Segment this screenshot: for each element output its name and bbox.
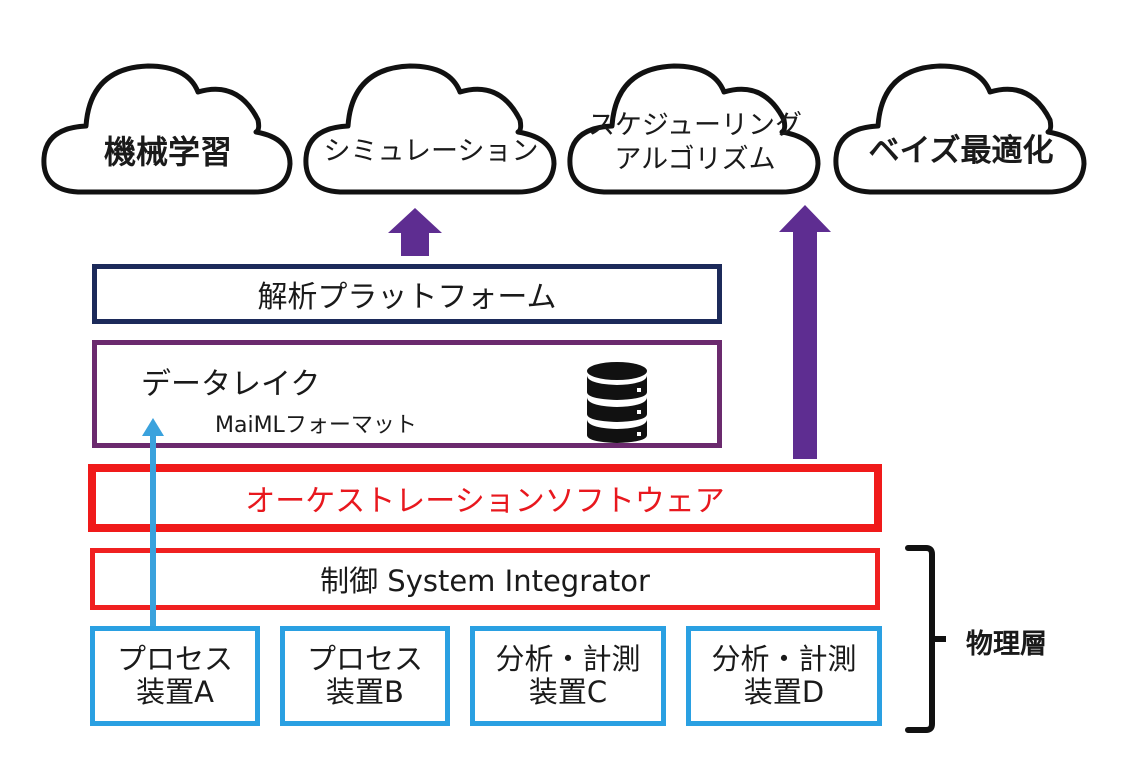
- control-system-integrator-layer: 制御 System Integrator: [90, 548, 880, 610]
- cloud-shape-icon: [833, 63, 1087, 195]
- cloud-label: 機械学習: [103, 133, 232, 171]
- device-d: 分析・計測 装置D: [686, 626, 882, 726]
- device-type: プロセス: [306, 641, 423, 676]
- cloud-machine-learning: 機械学習: [38, 60, 298, 200]
- cloud-simulation: シミュレーション: [300, 60, 562, 200]
- bracket-icon: [905, 545, 946, 733]
- device-name: 装置B: [326, 675, 404, 709]
- device-c: 分析・計測 装置C: [470, 626, 666, 726]
- data-lake-layer: データレイク MaiMLフォーマット: [92, 340, 722, 448]
- orchestration-software-layer: オーケストレーションソフトウェア: [88, 464, 882, 532]
- analysis-platform-layer: 解析プラットフォーム: [92, 264, 722, 324]
- device-type: プロセス: [116, 641, 233, 676]
- cloud-label: シミュレーション: [323, 136, 539, 167]
- cloud-label-line2: アルゴリズム: [614, 144, 776, 175]
- cloud-shape-icon: [41, 63, 293, 195]
- control-label: 制御 System Integrator: [320, 564, 650, 598]
- cloud-shape-icon: [303, 63, 557, 195]
- device-name: 装置A: [136, 675, 214, 709]
- data-lake-format: MaiMLフォーマット: [215, 413, 417, 438]
- arrow-up-small-icon: [388, 208, 442, 256]
- cloud-bayesian-optimization: ベイズ最適化: [830, 60, 1092, 200]
- database-icon: [587, 362, 647, 443]
- cloud-label-line1: スケジューリング: [587, 110, 803, 141]
- cloud-scheduling-algorithm: スケジューリング アルゴリズム: [564, 60, 826, 200]
- device-name: 装置C: [528, 675, 608, 709]
- arrow-up-long-icon: [779, 205, 831, 459]
- orchestration-label: オーケストレーションソフトウェア: [245, 484, 725, 519]
- device-b: プロセス 装置B: [280, 626, 450, 726]
- device-a: プロセス 装置A: [90, 626, 260, 726]
- device-type: 分析・計測: [495, 641, 641, 676]
- data-lake-title: データレイク: [141, 367, 321, 402]
- physical-layer-label: 物理層: [966, 629, 1047, 660]
- analysis-platform-label: 解析プラットフォーム: [257, 280, 557, 315]
- cloud-shape-icon: [567, 63, 821, 195]
- arrow-up-blue-icon: [142, 418, 164, 628]
- device-name: 装置D: [743, 675, 825, 709]
- cloud-label: ベイズ最適化: [868, 133, 1054, 169]
- device-type: 分析・計測: [711, 641, 857, 676]
